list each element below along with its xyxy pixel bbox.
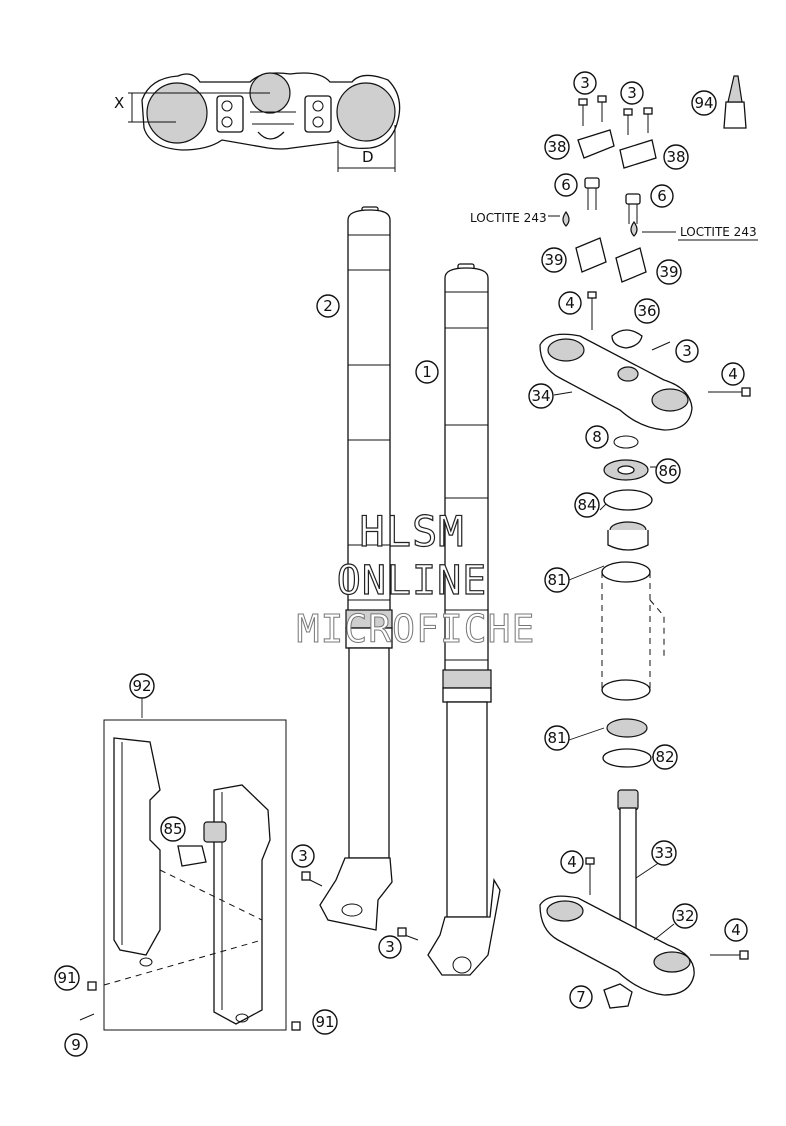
callout-1: 1 <box>415 360 439 384</box>
callout-33: 33 <box>651 840 677 866</box>
callout-38a: 38 <box>544 134 570 160</box>
callout-6a: 6 <box>554 173 578 197</box>
callout-92: 92 <box>129 673 155 699</box>
svg-text:3: 3 <box>385 938 395 956</box>
callout-38b: 38 <box>663 144 689 170</box>
fork-leg-1 <box>427 263 501 976</box>
callout-91b: 91 <box>312 1009 338 1035</box>
svg-text:36: 36 <box>637 302 656 320</box>
svg-text:9: 9 <box>71 1036 81 1054</box>
svg-text:34: 34 <box>531 387 550 405</box>
watermark-line-2: ONLINE <box>337 558 488 604</box>
svg-text:4: 4 <box>567 853 577 871</box>
svg-text:81: 81 <box>547 571 566 589</box>
callout-81b: 81 <box>544 725 570 751</box>
svg-text:6: 6 <box>657 187 667 205</box>
callout-94: 94 <box>691 90 717 116</box>
loctite-label-right: LOCTITE 243 <box>680 225 757 239</box>
callout-36: 36 <box>634 298 660 324</box>
svg-text:38: 38 <box>666 148 685 166</box>
callout-3c: 3 <box>675 339 699 363</box>
svg-text:85: 85 <box>163 820 182 838</box>
callout-4a: 4 <box>558 291 582 315</box>
dimension-x-label: X <box>114 94 124 112</box>
callout-86: 86 <box>655 458 681 484</box>
svg-text:3: 3 <box>627 84 637 102</box>
svg-text:3: 3 <box>580 74 590 92</box>
svg-text:81: 81 <box>547 729 566 747</box>
clamp-hardware: LOCTITE 243 LOCTITE 243 <box>470 75 758 283</box>
callout-4b: 4 <box>721 362 745 386</box>
callout-32: 32 <box>672 903 698 929</box>
callout-2: 2 <box>316 294 340 318</box>
dimension-d-label: D <box>362 148 374 166</box>
callout-3a: 3 <box>573 71 597 95</box>
watermark-line-1: HLSM <box>359 507 464 556</box>
lower-triple-clamp <box>539 789 749 1009</box>
steering-bearings <box>601 435 665 768</box>
svg-text:2: 2 <box>323 297 333 315</box>
callout-7: 7 <box>569 985 593 1009</box>
callout-3e: 3 <box>378 935 402 959</box>
svg-text:33: 33 <box>654 844 673 862</box>
callout-85: 85 <box>160 816 186 842</box>
svg-text:39: 39 <box>659 263 678 281</box>
callout-8: 8 <box>585 425 609 449</box>
callout-39a: 39 <box>541 247 567 273</box>
watermark-line-3: MICROFICHE <box>297 607 536 651</box>
callout-34: 34 <box>528 383 554 409</box>
svg-text:3: 3 <box>682 342 692 360</box>
callouts: 3 3 94 38 38 6 6 39 39 2 1 4 36 3 4 34 8… <box>54 71 748 1057</box>
callout-84: 84 <box>574 492 600 518</box>
svg-text:4: 4 <box>728 365 738 383</box>
svg-text:4: 4 <box>565 294 575 312</box>
callout-81a: 81 <box>544 567 570 593</box>
upper-triple-clamp <box>539 291 751 431</box>
svg-text:92: 92 <box>132 677 151 695</box>
svg-text:7: 7 <box>576 988 586 1006</box>
callout-4c: 4 <box>560 850 584 874</box>
svg-text:82: 82 <box>655 748 674 766</box>
svg-text:86: 86 <box>658 462 677 480</box>
svg-text:6: 6 <box>561 176 571 194</box>
callout-91a: 91 <box>54 965 80 991</box>
svg-text:91: 91 <box>57 969 76 987</box>
callout-3b: 3 <box>620 81 644 105</box>
svg-text:38: 38 <box>547 138 566 156</box>
fork-leg-2 <box>319 206 393 931</box>
svg-text:94: 94 <box>694 94 713 112</box>
svg-text:1: 1 <box>422 363 432 381</box>
svg-text:8: 8 <box>592 428 602 446</box>
svg-text:32: 32 <box>675 907 694 925</box>
svg-text:91: 91 <box>315 1013 334 1031</box>
fork-guards <box>103 719 287 1031</box>
svg-text:4: 4 <box>731 921 741 939</box>
callout-9: 9 <box>64 1033 88 1057</box>
callout-3d: 3 <box>291 844 315 868</box>
svg-text:39: 39 <box>544 251 563 269</box>
loctite-label-left: LOCTITE 243 <box>470 211 547 225</box>
svg-text:3: 3 <box>298 847 308 865</box>
pinch-bolts <box>79 871 419 1031</box>
upper-clamp-top-view: X D <box>114 72 401 172</box>
callout-82: 82 <box>652 744 678 770</box>
callout-6b: 6 <box>650 184 674 208</box>
callout-39b: 39 <box>656 259 682 285</box>
svg-text:84: 84 <box>577 496 596 514</box>
callout-4d: 4 <box>724 918 748 942</box>
watermark: HLSM ONLINE MICROFICHE <box>296 506 536 651</box>
